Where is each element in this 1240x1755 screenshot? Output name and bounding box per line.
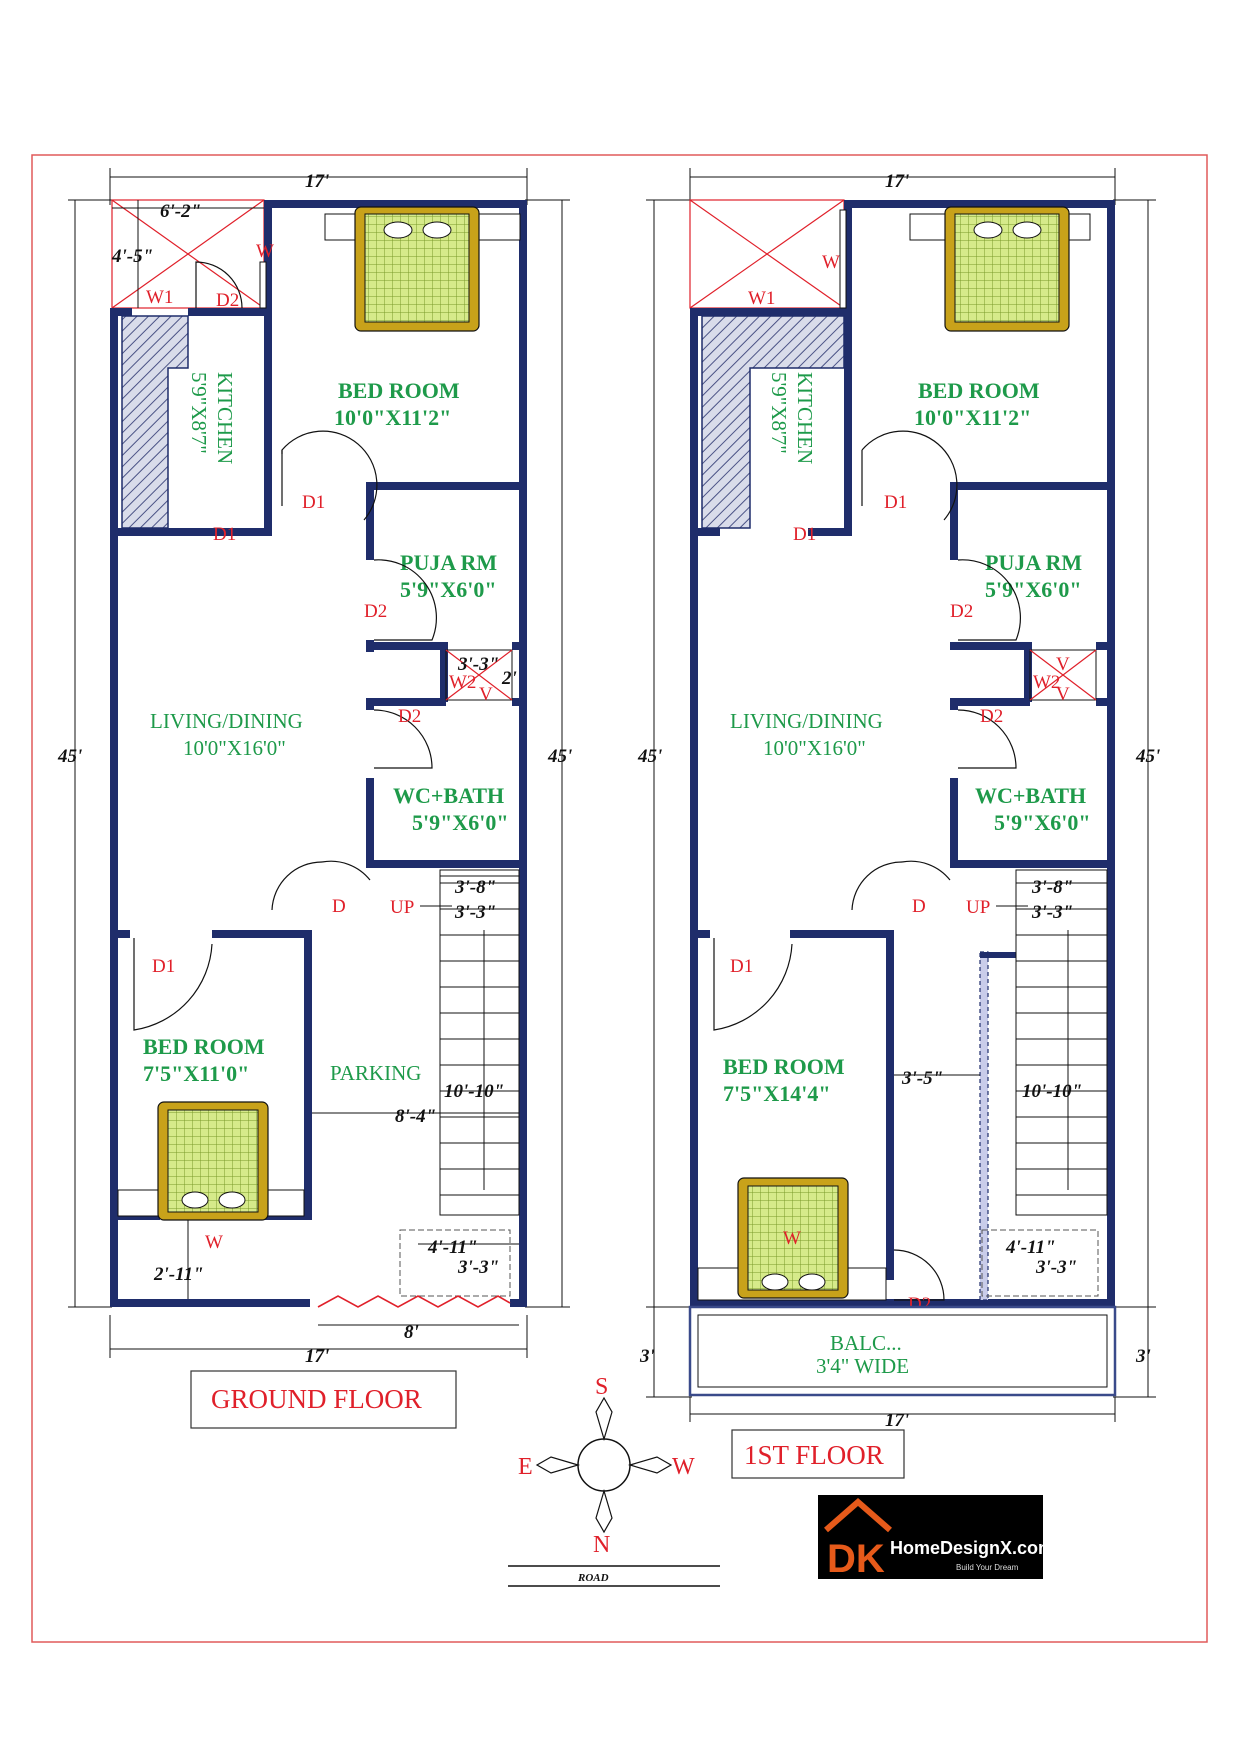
gf-dim-4-5: 4'-5" — [111, 246, 153, 267]
gf-window-w-top: W — [256, 241, 274, 262]
ff-door-d1-kitchen: D1 — [793, 524, 816, 545]
ff-dim-3-3-stair: 3'-3" — [1031, 902, 1073, 923]
ff-bedroom-front-name: BED ROOM — [918, 378, 1040, 403]
compass: S N E W ROAD — [508, 1374, 720, 1587]
gf-bedroom-front-name: BED ROOM — [338, 378, 460, 403]
ff-living-name: LIVING/DINING — [730, 709, 883, 733]
ff-window-w-top: W — [822, 252, 840, 273]
ff-bottom-width-dim: 17' — [885, 1410, 909, 1431]
gf-door-d2-puja: D2 — [364, 601, 387, 622]
first-floor-plan: 17' 45' 3' 45' 3' 17' — [637, 168, 1160, 1479]
gf-kitchen-name: KITCHEN — [213, 372, 237, 464]
page-border — [31, 154, 1208, 1643]
compass-east: E — [518, 1454, 533, 1480]
gf-dim-2: 2' — [501, 668, 517, 689]
gf-living-name: LIVING/DINING — [150, 709, 303, 733]
ff-kitchen-size: 5'9"X8'7" — [767, 372, 791, 454]
gf-dim-6-2: 6'-2" — [160, 201, 201, 222]
compass-south: S — [595, 1374, 608, 1400]
ff-wc-name: WC+BATH — [975, 783, 1086, 808]
gf-bottom-width-dim: 17' — [305, 1346, 329, 1367]
ff-wc-size: 5'9"X6'0" — [994, 810, 1091, 835]
gf-door-d2-wc: D2 — [398, 706, 421, 727]
ff-window-w2: W2 — [1033, 672, 1060, 693]
road-label: ROAD — [577, 1572, 609, 1584]
gf-puja-size: 5'9"X6'0" — [400, 577, 497, 602]
ff-top-width-dim: 17' — [885, 171, 909, 192]
ff-dim-4-11: 4'-11" — [1005, 1237, 1056, 1258]
gf-bedroom-front-size: 10'0"X11'2" — [334, 405, 451, 430]
logo-tagline: Build Your Dream — [956, 1563, 1019, 1572]
ff-bedroom-rear-name: BED ROOM — [723, 1054, 845, 1079]
ff-dim-3-3-bottom: 3'-3" — [1035, 1257, 1077, 1278]
ground-floor-plan: 17' 45' 45' 17' 6'-2" 4'-5" — [57, 168, 572, 1429]
gf-bedroom-rear-name: BED ROOM — [143, 1034, 265, 1059]
gf-main-door-d: D — [332, 896, 346, 917]
ff-door-d1-rear: D1 — [730, 956, 753, 977]
gf-wc-name: WC+BATH — [393, 783, 504, 808]
ff-living-size: 10'0"X16'0" — [763, 736, 866, 760]
gf-living-size: 10'0"X16'0" — [183, 736, 286, 760]
ff-vent-v-top: V — [1056, 654, 1070, 675]
compass-north: N — [593, 1532, 610, 1558]
ff-left-depth-dim: 45' — [637, 746, 662, 767]
ff-stairs-up: UP — [966, 897, 990, 918]
gf-door-d1-bedroom: D1 — [302, 492, 325, 513]
gf-puja-name: PUJA RM — [400, 550, 497, 575]
gf-top-width-dim: 17' — [305, 171, 329, 192]
gf-dim-8-4: 8'-4" — [395, 1106, 436, 1127]
ff-puja-name: PUJA RM — [985, 550, 1082, 575]
ff-door-d2-puja: D2 — [950, 601, 973, 622]
ff-kitchen-name: KITCHEN — [793, 372, 817, 464]
gf-dim-3-3-bottom: 3'-3" — [457, 1257, 499, 1278]
ff-title: 1ST FLOOR — [744, 1440, 884, 1470]
ff-dim-3-5: 3'-5" — [901, 1068, 943, 1089]
gf-stairs-up: UP — [390, 897, 414, 918]
ff-balcony-name: BALC... — [830, 1331, 902, 1355]
ff-door-d2-wc: D2 — [980, 706, 1003, 727]
gf-window-w2: W2 — [449, 672, 476, 693]
gf-parking-name: PARKING — [330, 1061, 421, 1085]
ff-bedroom-rear-size: 7'5"X14'4" — [723, 1081, 831, 1106]
gf-dim-10-10: 10'-10" — [444, 1081, 504, 1102]
gf-left-depth-dim: 45' — [57, 746, 82, 767]
gf-title: GROUND FLOOR — [211, 1384, 422, 1414]
ff-window-w-rear: W — [783, 1228, 801, 1249]
ff-bedroom-front-size: 10'0"X11'2" — [914, 405, 1031, 430]
gf-wc-size: 5'9"X6'0" — [412, 810, 509, 835]
ff-vent-v-bottom: V — [1056, 684, 1070, 705]
gf-dim-4-11: 4'-11" — [427, 1237, 478, 1258]
gf-dim-8: 8' — [404, 1322, 419, 1343]
gf-right-depth-dim: 45' — [547, 746, 572, 767]
gf-door-d2-top: D2 — [216, 290, 239, 311]
gf-window-w1: W1 — [146, 287, 173, 308]
gf-dim-3-8: 3'-8" — [454, 877, 496, 898]
gf-door-d1-rear: D1 — [152, 956, 175, 977]
compass-west: W — [672, 1454, 695, 1480]
dk-homedesignx-logo: DK HomeDesignX.com Build Your Dream — [818, 1495, 1054, 1581]
gf-dim-3-3-w2: 3'-3" — [457, 654, 499, 675]
ff-dim-10-10: 10'-10" — [1022, 1081, 1082, 1102]
ff-door-d: D — [912, 896, 926, 917]
ff-left-balcony-dim: 3' — [639, 1346, 655, 1367]
ff-dim-3-8: 3'-8" — [1031, 877, 1073, 898]
logo-mark: DK — [827, 1537, 885, 1581]
ff-puja-size: 5'9"X6'0" — [985, 577, 1082, 602]
logo-site: HomeDesignX.com — [890, 1538, 1054, 1558]
gf-dim-3-3-stair: 3'-3" — [454, 902, 496, 923]
ff-balcony-size: 3'4" WIDE — [816, 1354, 909, 1378]
gf-dim-2-11: 2'-11" — [153, 1264, 204, 1285]
gf-door-d1-kitchen: D1 — [213, 524, 236, 545]
ff-window-w1: W1 — [748, 288, 775, 309]
ff-right-depth-dim: 45' — [1135, 746, 1160, 767]
gf-vent-v: V — [479, 684, 493, 705]
gf-kitchen-size: 5'9"X8'7" — [187, 372, 211, 454]
ff-right-balcony-dim: 3' — [1135, 1346, 1151, 1367]
ff-door-d1-bedroom: D1 — [884, 492, 907, 513]
gf-bedroom-rear-size: 7'5"X11'0" — [143, 1061, 249, 1086]
gf-window-w-rear: W — [205, 1232, 223, 1253]
